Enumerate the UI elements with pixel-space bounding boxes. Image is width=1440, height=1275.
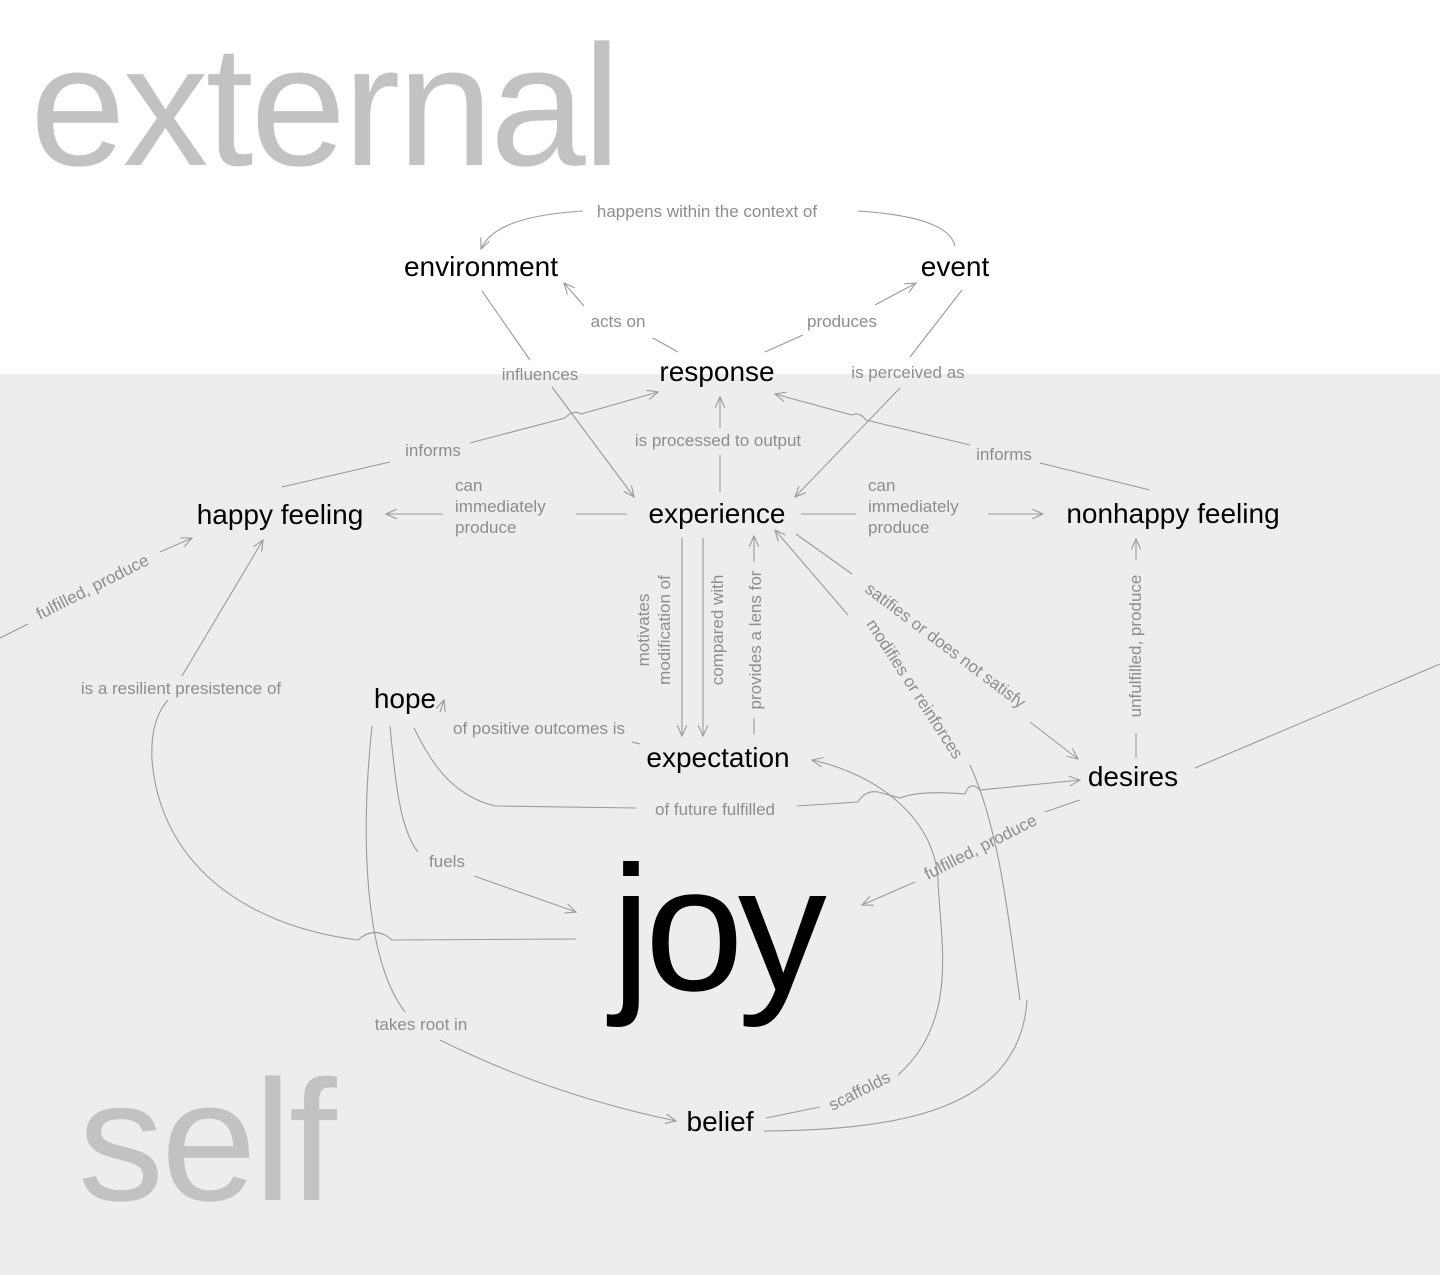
edge-produces (764, 283, 916, 353)
edge-informs-left (281, 392, 658, 488)
label-motivates-1: motivates (634, 594, 653, 667)
edge-takes-root (365, 725, 676, 1121)
edge-satisfies (795, 533, 1078, 759)
label-influences: influences (502, 365, 579, 384)
label-motivates-2: modification of (655, 575, 674, 685)
edge-acts-on (564, 283, 679, 353)
label-fuels: fuels (429, 852, 465, 871)
label-can-produce-right-1: can (868, 476, 895, 495)
edge-fuels (389, 725, 576, 912)
label-can-produce-right-3: produce (868, 518, 929, 537)
node-happy-feeling: happy feeling (197, 499, 364, 530)
node-event: event (921, 251, 990, 282)
label-can-produce-right-2: immediately (868, 497, 959, 516)
label-informs-left: informs (405, 441, 461, 460)
edge-modifies (775, 530, 1021, 1001)
label-compared: compared with (708, 575, 727, 686)
edge-positive-outcomes (440, 700, 641, 745)
edge-scaffolds (765, 760, 944, 1119)
label-unfulfilled: unfulfilled, produce (1126, 575, 1145, 718)
node-belief: belief (687, 1106, 754, 1137)
label-perceived-as: is perceived as (851, 363, 964, 382)
node-environment: environment (404, 251, 558, 282)
label-resilient: is a resilient presistence of (81, 679, 282, 698)
label-can-produce-left-3: produce (455, 518, 516, 537)
edge-fulfilled-right (862, 663, 1440, 905)
node-hope: hope (374, 683, 436, 714)
edge-fulfilled-left (0, 538, 192, 639)
edge-informs-right (775, 394, 1151, 491)
node-desires: desires (1088, 761, 1178, 792)
edge-perceived-as (795, 289, 963, 497)
external-region-label: external (30, 10, 621, 202)
label-acts-on: acts on (591, 312, 646, 331)
edge-belief-lower (763, 999, 1028, 1132)
edge-happens-within (481, 210, 956, 249)
node-joy: joy (606, 829, 827, 1028)
label-informs-right: informs (976, 445, 1032, 464)
edge-future-fulfilled (413, 727, 1080, 809)
edge-labels: happens within the context of acts on pr… (33, 202, 1145, 1115)
self-region-label: self (78, 1045, 337, 1237)
nodes: environment event response experience ha… (197, 251, 1280, 1137)
edges (0, 210, 1440, 1132)
label-produces: produces (807, 312, 877, 331)
edge-resilient (151, 540, 577, 941)
label-fulfilled-left: fulfilled, produce (33, 551, 152, 624)
label-future-fulfilled: of future fulfilled (655, 800, 775, 819)
label-scaffolds: scaffolds (825, 1067, 893, 1114)
label-fulfilled-right: fulfilled, produce (921, 811, 1040, 884)
self-region-background (0, 374, 1440, 1275)
label-processed: is processed to output (635, 431, 802, 450)
node-experience: experience (649, 498, 786, 529)
node-response: response (659, 356, 774, 387)
node-expectation: expectation (646, 742, 789, 773)
label-positive-outcomes: of positive outcomes is (453, 719, 625, 738)
label-can-produce-left-1: can (455, 476, 482, 495)
label-takes-root: takes root in (375, 1015, 468, 1034)
label-lens: provides a lens for (746, 570, 765, 709)
node-nonhappy-feeling: nonhappy feeling (1066, 498, 1279, 529)
label-can-produce-left-2: immediately (455, 497, 546, 516)
label-happens-within: happens within the context of (597, 202, 817, 221)
edge-influences (481, 290, 634, 497)
